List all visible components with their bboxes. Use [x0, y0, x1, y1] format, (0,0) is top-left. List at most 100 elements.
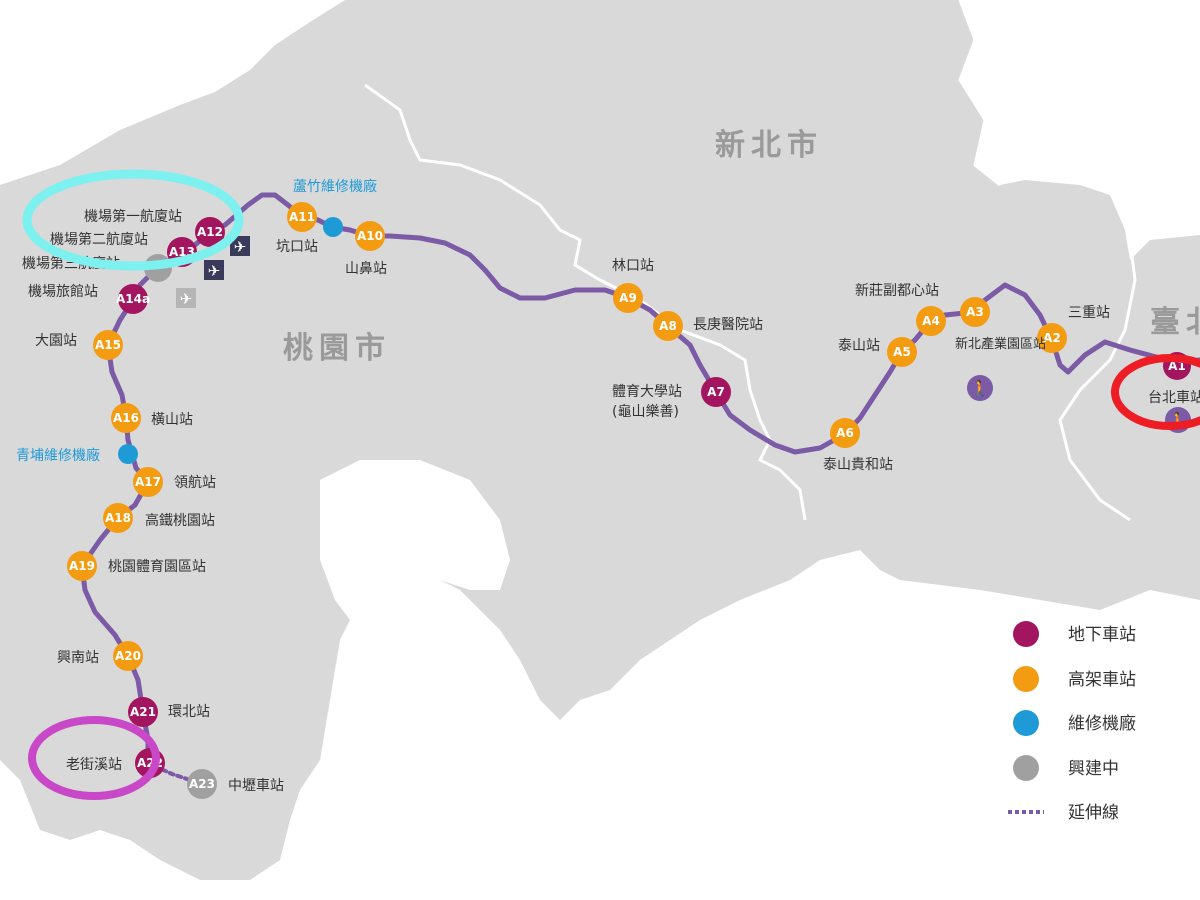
- station-code-a4: A4: [922, 314, 940, 328]
- station-code-a16: A16: [113, 411, 139, 425]
- land-areas: [0, 0, 1200, 880]
- legend-marker-depot: [1013, 710, 1039, 736]
- station-code-a3: A3: [966, 305, 984, 319]
- station-marker-a19: [67, 551, 97, 581]
- station-a5: A5: [887, 337, 917, 367]
- land-white-gap: [320, 460, 510, 620]
- station-marker-a11: [287, 202, 317, 232]
- station-label-a19: 桃園體育園區站: [108, 559, 206, 575]
- station-marker-a2: [1037, 323, 1067, 353]
- station-a6: A6: [830, 418, 860, 448]
- airport-icon-bg-1: [204, 260, 224, 280]
- station-marker-a5: [887, 337, 917, 367]
- city-label-taoyuan: 桃園市: [283, 331, 391, 366]
- station-marker-a18: [103, 503, 133, 533]
- station-marker-a16: [111, 403, 141, 433]
- boundary-taipei: [1058, 239, 1137, 522]
- station-marker-a15: [93, 330, 123, 360]
- highlight-red: [1111, 354, 1200, 430]
- walk-icon-a3-bg: [967, 375, 993, 401]
- station-label-a14a: 機場旅館站: [28, 283, 98, 300]
- walk-icon-a3: 🚶: [970, 379, 990, 398]
- station-label-a22: 老街溪站: [66, 757, 122, 773]
- station-label-a23: 中壢車站: [228, 777, 284, 794]
- station-label-a7: 體育大學站: [612, 384, 682, 400]
- station-a14a: A14a: [116, 284, 150, 314]
- station-a3: A3: [960, 297, 990, 327]
- station-label-a15: 大園站: [35, 333, 77, 349]
- legend-label-extension: 延伸線: [1068, 803, 1119, 823]
- station-marker-a9: [613, 283, 643, 313]
- station-a15: A15: [93, 330, 123, 360]
- station-code-a8: A8: [659, 319, 677, 333]
- airport-icons: ✈ ✈ ✈: [176, 236, 250, 308]
- airport-icon-1: ✈: [208, 262, 221, 280]
- station-code-a21: A21: [130, 705, 156, 719]
- station-label-a9: 林口站: [612, 258, 654, 274]
- station-label-a2: 三重站: [1068, 305, 1110, 321]
- legend: 地下車站 高架車站 維修機廠 興建中 延伸線: [1008, 621, 1136, 823]
- station-marker-a12: [195, 217, 225, 247]
- station-code-a9: A9: [619, 291, 637, 305]
- city-label-taipei: 臺北: [1150, 305, 1200, 340]
- station-label-a6: 泰山貴和站: [823, 457, 893, 473]
- station-marker-a10: [355, 221, 385, 251]
- station-a19: A19: [67, 551, 97, 581]
- station-code-a19: A19: [69, 559, 95, 573]
- station-code-a15: A15: [95, 338, 121, 352]
- legend-marker-elevated: [1013, 666, 1039, 692]
- station-code-a18: A18: [105, 511, 131, 525]
- station-marker-a8: [653, 311, 683, 341]
- station-label-a1: 台北車站: [1148, 389, 1200, 406]
- station-label-a7-sub: (龜山樂善): [612, 403, 679, 420]
- station-a20: A20: [113, 641, 143, 671]
- station-code-a14a: A14a: [116, 292, 150, 306]
- station-code-a11: A11: [289, 210, 315, 224]
- station-label-a21: 環北站: [168, 704, 210, 720]
- legend-marker-construction: [1013, 755, 1039, 781]
- station-a23: A23: [187, 769, 217, 799]
- station-code-a2: A2: [1043, 331, 1061, 345]
- station-marker-a14a: [118, 284, 148, 314]
- airport-icon-3: ✈: [180, 290, 193, 308]
- station-marker-a6: [830, 418, 860, 448]
- airport-icon-bg-2: [230, 236, 250, 256]
- boundary-coast: [958, 0, 1001, 187]
- highlight-magenta: [28, 716, 160, 800]
- station-marker-a4: [916, 306, 946, 336]
- station-label-a8: 長庚醫院站: [693, 317, 763, 333]
- depots: 蘆竹維修機廠 青埔維修機廠: [16, 178, 377, 464]
- station-label-a5: 泰山站: [838, 338, 880, 354]
- station-code-a6: A6: [836, 426, 854, 440]
- station-a9: A9: [613, 283, 643, 313]
- station-label-a10: 山鼻站: [345, 260, 387, 277]
- station-marker-a3: [960, 297, 990, 327]
- station-label-a4: 新莊副都心站: [855, 283, 939, 299]
- station-label-a11: 坑口站: [276, 239, 318, 255]
- station-label-a18: 高鐵桃園站: [145, 512, 215, 529]
- station-code-a12: A12: [197, 225, 223, 239]
- station-label-a12: 機場第一航廈站: [84, 208, 182, 225]
- legend-label-depot: 維修機廠: [1068, 713, 1136, 734]
- highlight-cyan: [22, 169, 244, 271]
- station-code-a20: A20: [115, 649, 141, 663]
- station-label-a13: 機場第二航廈站: [50, 231, 148, 248]
- depot-luzhu-label: 蘆竹維修機廠: [293, 178, 377, 195]
- station-code-a17: A17: [135, 475, 161, 489]
- station-code-a5: A5: [893, 345, 911, 359]
- station-a4: A4: [916, 306, 946, 336]
- station-marker-a21: [128, 697, 158, 727]
- station-a8: A8: [653, 311, 683, 341]
- legend-label-elevated: 高架車站: [1068, 670, 1136, 690]
- land-main: [0, 0, 1200, 880]
- station-a21: A21: [128, 697, 158, 727]
- station-label-a20: 興南站: [57, 650, 99, 666]
- legend-label-construction: 興建中: [1068, 759, 1119, 779]
- station-a18: A18: [103, 503, 133, 533]
- station-label-a17: 領航站: [174, 474, 216, 491]
- station-code-a23: A23: [189, 777, 215, 791]
- airport-icon-2: ✈: [234, 238, 247, 256]
- station-a12: A12: [195, 217, 225, 247]
- station-label-a3: 新北產業園區站: [955, 336, 1046, 352]
